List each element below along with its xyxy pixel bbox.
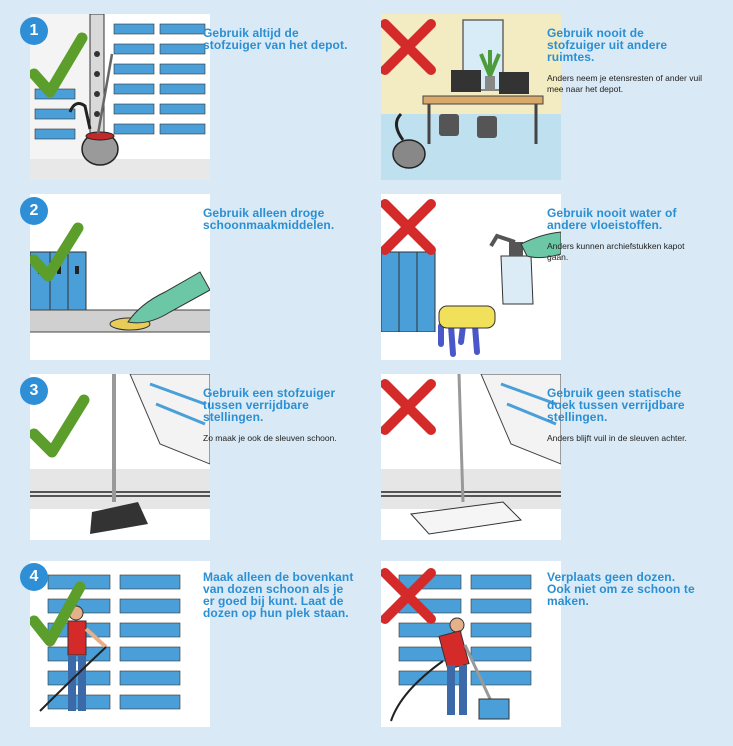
do-text: Maak alleen de bovenkant van dozen schoo… [203, 571, 358, 629]
do-illustration [30, 14, 210, 180]
rule-description: Anders blijft vuil in de sleuven achter. [547, 433, 687, 443]
rule-title: Gebruik een stofzuiger tussen verrijdbar… [203, 386, 336, 424]
step-number-badge: 3 [20, 377, 48, 405]
step-number-badge: 4 [20, 563, 48, 591]
dont-illustration [381, 374, 561, 540]
rule-title: Gebruik nooit water of andere vloeistoff… [547, 206, 677, 232]
dont-text: Verplaats geen dozen. Ook niet om ze sch… [547, 571, 702, 617]
rule-title: Verplaats geen dozen. Ook niet om ze sch… [547, 570, 695, 608]
cross-icon [381, 379, 436, 435]
dont-illustration [381, 561, 561, 727]
dont-illustration [381, 14, 561, 180]
do-text: Gebruik een stofzuiger tussen verrijdbar… [203, 387, 358, 444]
do-text: Gebruik altijd de stofzuiger van het dep… [203, 27, 358, 61]
rule-title: Gebruik altijd de stofzuiger van het dep… [203, 26, 348, 52]
rule-title: Gebruik alleen droge schoonmaakmiddelen. [203, 206, 335, 232]
rule-title: Maak alleen de bovenkant van dozen schoo… [203, 570, 354, 620]
dont-illustration [381, 194, 561, 360]
dont-text: Gebruik nooit de stofzuiger uit andere r… [547, 27, 702, 95]
rule-description: Anders kunnen archiefstukken kapot gaan. [547, 241, 685, 262]
rule-title: Gebruik nooit de stofzuiger uit andere r… [547, 26, 668, 64]
do-text: Gebruik alleen droge schoonmaakmiddelen. [203, 207, 358, 241]
cross-icon [381, 19, 436, 75]
rule-description: Zo maak je ook de sleuven schoon. [203, 433, 337, 443]
check-icon [30, 32, 88, 98]
do-illustration [30, 561, 210, 727]
rule-description: Anders neem je etensresten of ander vuil… [547, 73, 702, 94]
cross-icon [381, 568, 436, 624]
do-illustration [30, 374, 210, 540]
step-number-badge: 2 [20, 197, 48, 225]
dont-text: Gebruik geen statische doek tussen verri… [547, 387, 702, 444]
rule-title: Gebruik geen statische doek tussen verri… [547, 386, 685, 424]
check-icon [30, 394, 90, 458]
check-icon [30, 222, 84, 282]
cross-icon [381, 199, 436, 255]
do-illustration [30, 194, 210, 360]
dont-text: Gebruik nooit water of andere vloeistoff… [547, 207, 702, 263]
check-icon [30, 581, 86, 647]
step-number-badge: 1 [20, 17, 48, 45]
